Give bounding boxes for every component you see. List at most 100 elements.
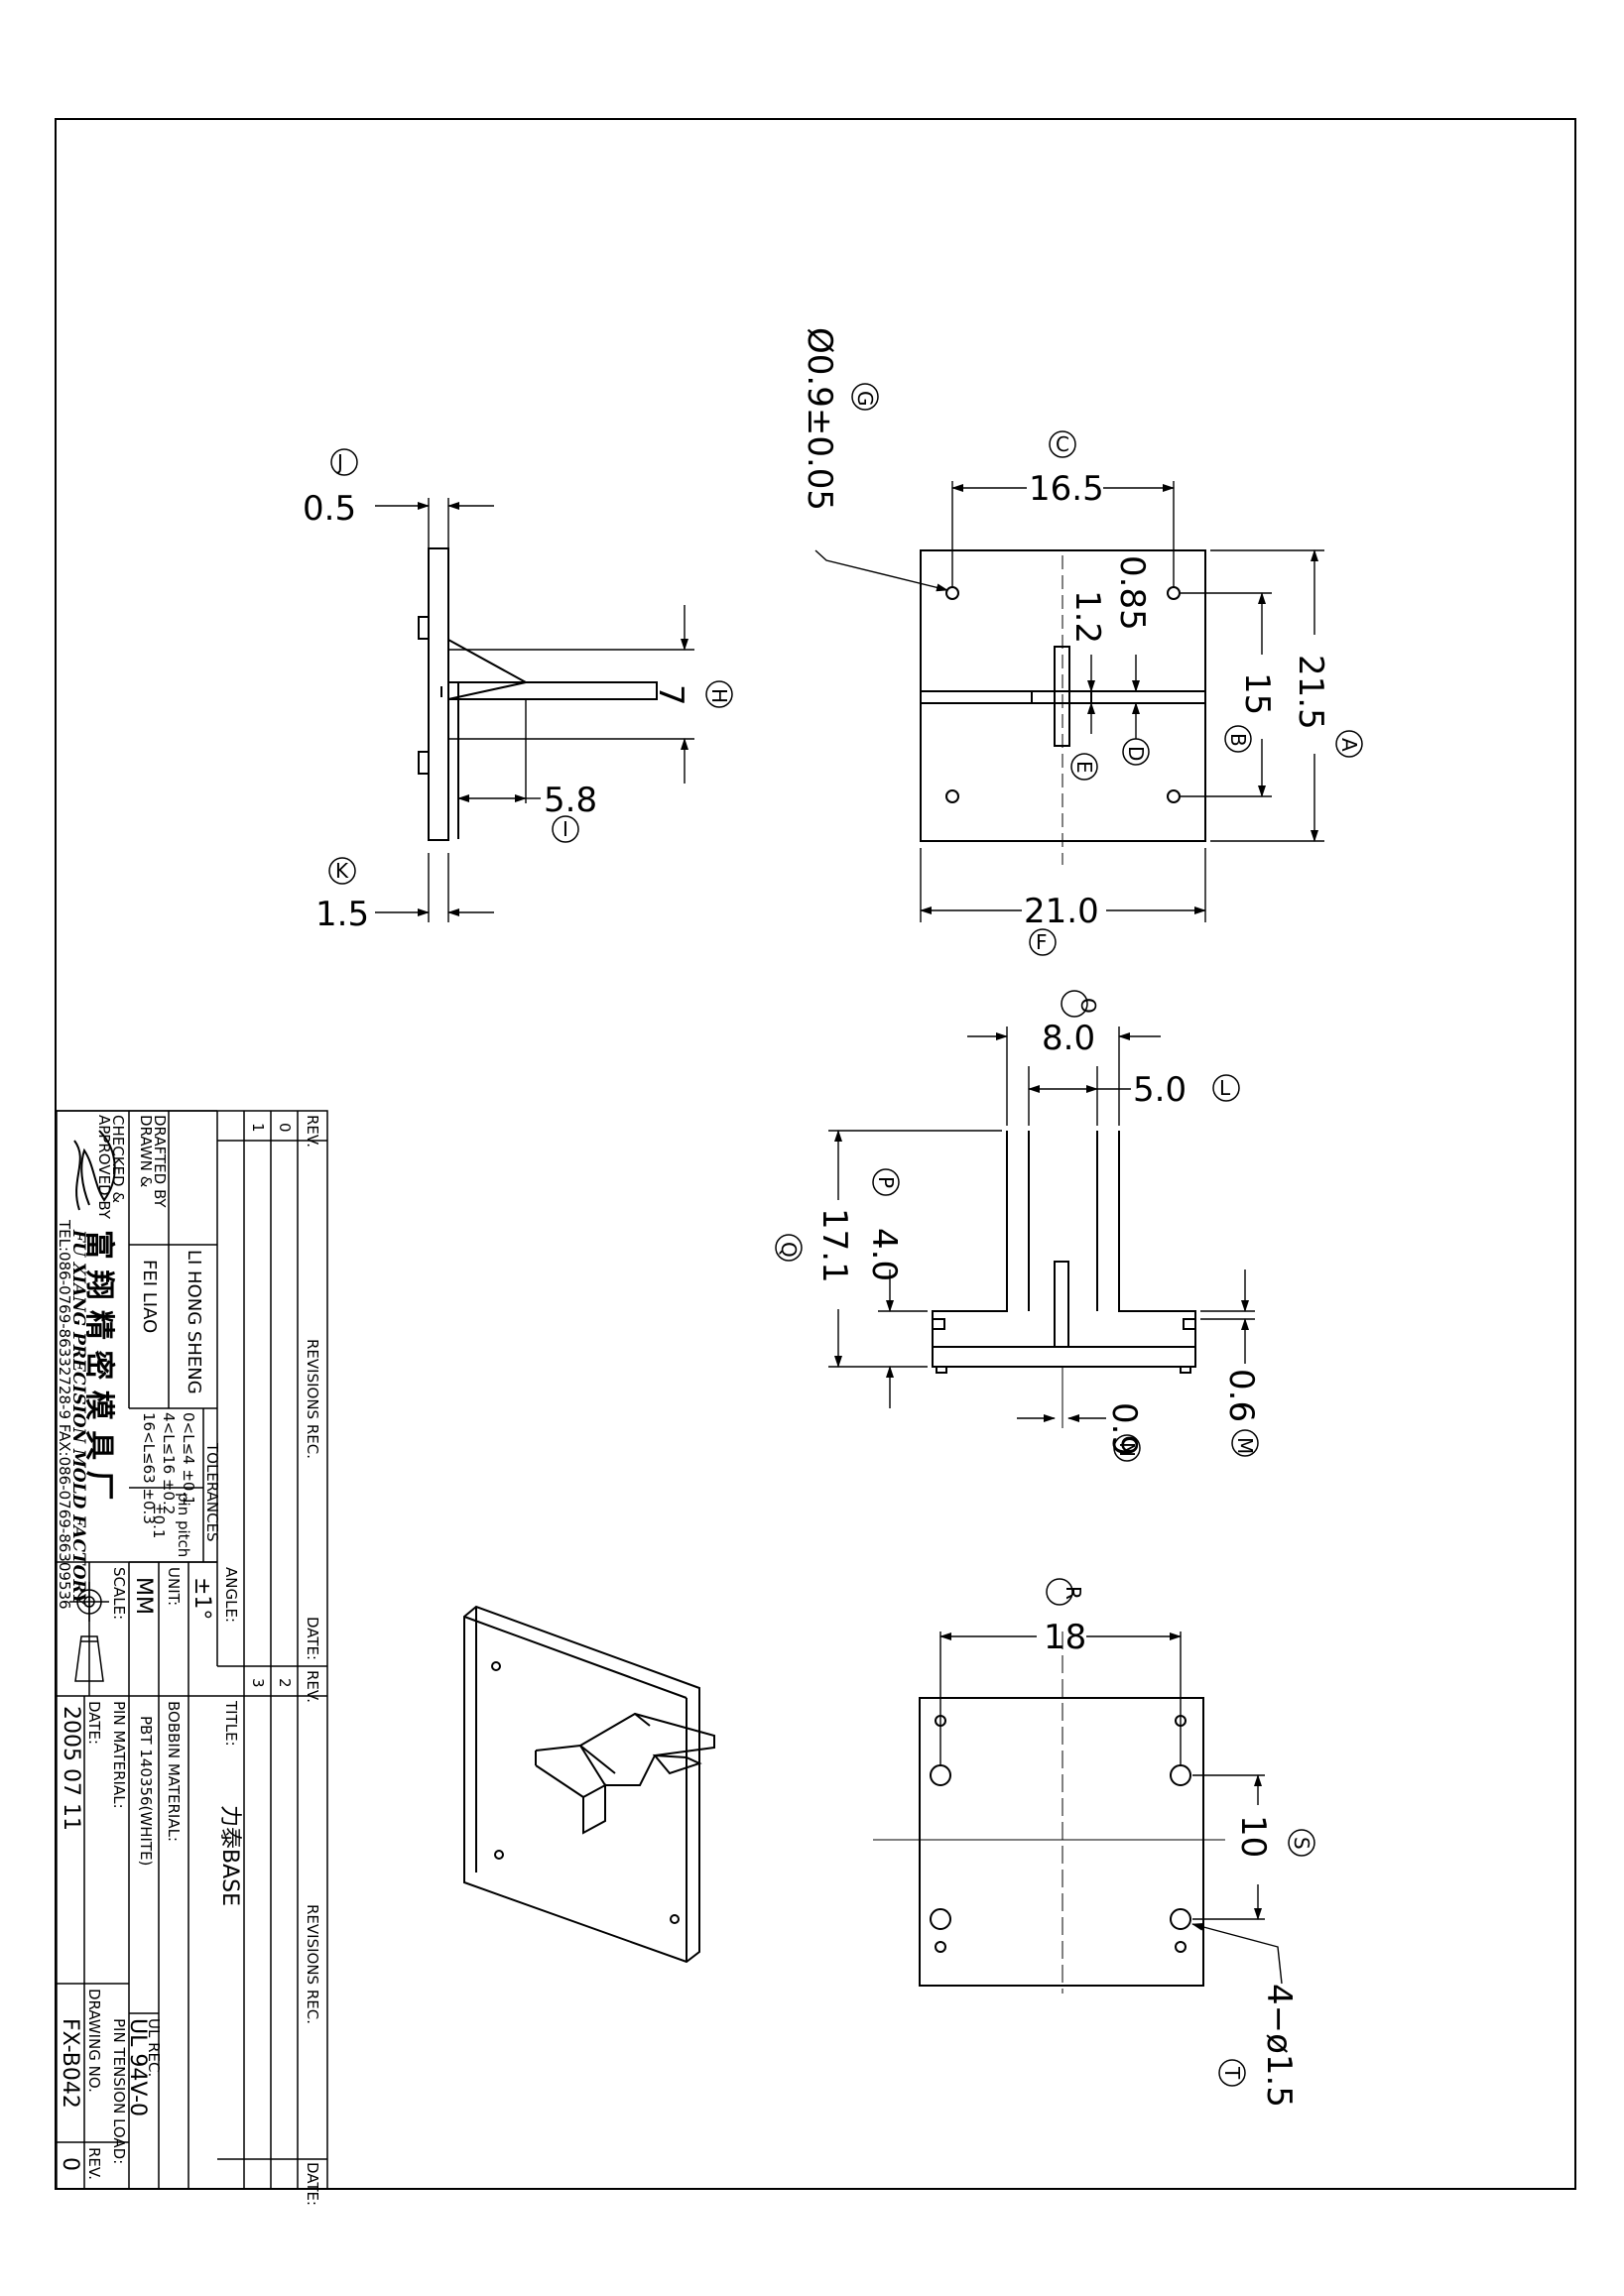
- tb-bobbin-value: PBT 140356(WHITE): [137, 1716, 155, 1866]
- marker-o: O: [1076, 998, 1100, 1014]
- tb-rev-value: 0: [58, 2157, 82, 2171]
- dim-l-value: 5.0: [1133, 1070, 1187, 1110]
- marker-f: F: [1036, 930, 1048, 954]
- tb-rev-row-0: 0: [276, 1123, 294, 1133]
- dim-n-value: 0.9: [1104, 1402, 1144, 1456]
- marker-t: T: [1220, 2066, 1244, 2080]
- dim-i-value: 5.8: [544, 781, 597, 820]
- drawing-border: [55, 118, 1576, 2190]
- marker-r: R: [1062, 1586, 1085, 1600]
- tb-date-value: 2005 07 11: [59, 1706, 83, 1831]
- front-view-labels: 16.5 C Ø0.9±0.05 G 21.5 A 15 B 0.85 D 1.…: [800, 327, 1363, 956]
- section-view: [932, 1131, 1196, 1428]
- dim-g-value: Ø0.9±0.05: [800, 327, 839, 511]
- tb-rev-header: REV.: [304, 1115, 321, 1148]
- tb-angle-value: ±1°: [189, 1577, 214, 1620]
- dim-p-value: 4.0: [864, 1228, 904, 1281]
- tb-date-header: DATE:: [304, 1617, 321, 1660]
- dim-s-value: 10: [1233, 1815, 1273, 1858]
- dim-t-value: 4−ø1.5: [1259, 1984, 1299, 2108]
- bottom-view: [873, 1631, 1225, 1994]
- dim-f-value: 21.0: [1024, 892, 1099, 931]
- dim-e-value: 1.2: [1067, 590, 1107, 644]
- marker-k: K: [335, 859, 349, 883]
- projection-symbol: [69, 1582, 109, 1682]
- marker-e: E: [1072, 761, 1096, 774]
- tb-drawing-no-label: DRAWING NO.: [85, 1989, 103, 2093]
- marker-c: C: [1056, 432, 1069, 456]
- tb-ul-label: UL REC.: [145, 2018, 163, 2077]
- marker-h: H: [707, 688, 731, 703]
- tb-drawing-no-value: FX-B042: [58, 2018, 82, 2109]
- tb-tolerances-title: TOLERANCES: [203, 1442, 221, 1542]
- marker-m: M: [1233, 1437, 1257, 1454]
- tb-angle-label: ANGLE:: [222, 1567, 240, 1623]
- tb-bobbin-label: BOBBIN MATERIAL:: [165, 1701, 183, 1842]
- dim-k-value: 1.5: [315, 895, 369, 934]
- marker-s: S: [1290, 1837, 1313, 1850]
- tb-drafted-label: DRAFTED BY: [151, 1115, 169, 1208]
- front-view-dims: [814, 481, 1324, 922]
- marker-a: A: [1337, 738, 1361, 752]
- section-view-labels: O 8.0 5.0 L 4.0 P 17.1 Q 0.6 M 0.9 N: [775, 990, 1261, 1462]
- title-block: REV. REVISIONS REC. DATE: REV. REVISIONS…: [56, 1110, 328, 2206]
- side-view-dims: [375, 498, 694, 922]
- tb-revisions-header-2: REVISIONS REC.: [304, 1904, 321, 2024]
- marker-l: L: [1219, 1076, 1231, 1100]
- dim-d-value: 0.85: [1112, 555, 1152, 631]
- tb-unit-value: MM: [131, 1577, 156, 1615]
- tb-title-value: 力泰BASE: [217, 1805, 242, 1906]
- dim-m-value: 0.6: [1221, 1369, 1261, 1422]
- side-view-labels: 0.5 J 7 H 5.8 I K 1.5: [303, 448, 733, 934]
- marker-j: J: [335, 450, 343, 474]
- front-view: [920, 549, 1206, 865]
- tb-unit-label: UNIT:: [165, 1567, 183, 1606]
- tb-rev-label: REV.: [85, 2147, 103, 2180]
- company-logo: [73, 1130, 116, 1211]
- isometric-view: [463, 1605, 715, 1964]
- company-name-en: FU XIANG PRECISION MOLD FACTORY: [68, 1229, 88, 1607]
- tb-approved-value: FEI LIAO: [139, 1260, 160, 1333]
- dim-r-value: 18: [1044, 1618, 1086, 1657]
- tb-tolerance-row-3: 16<L≤63 ±0.3: [140, 1412, 158, 1524]
- dim-a-value: 21.5: [1291, 655, 1330, 730]
- marker-g: G: [853, 391, 877, 407]
- marker-b: B: [1226, 733, 1250, 747]
- marker-n: N: [1115, 1442, 1139, 1457]
- tb-rev-row-2: 2: [276, 1678, 294, 1688]
- dim-b-value: 15: [1237, 672, 1277, 715]
- marker-q: Q: [777, 1242, 801, 1258]
- tb-drafted-value: LI HONG SHENG: [184, 1250, 204, 1394]
- tb-date-label: DATE:: [85, 1701, 103, 1745]
- dim-q-value: 17.1: [814, 1208, 854, 1283]
- tb-drawn-label: DRAWN &: [137, 1115, 155, 1188]
- tb-tolerance-row-1: 0<L≤4 ±0.1: [180, 1412, 197, 1506]
- tb-pin-pitch-value: ±0.1: [150, 1503, 168, 1538]
- company-contact: TEL:086-0769-86332728-9 FAX:086-0769-863…: [56, 1219, 73, 1610]
- tb-approved-label: APPROVED BY: [95, 1115, 113, 1220]
- marker-i: I: [562, 817, 568, 841]
- marker-p: P: [874, 1176, 898, 1188]
- bottom-view-labels: R 18 10 S 4−ø1.5 T: [1044, 1578, 1315, 2108]
- company-name-cn: 富 翔 精 密 模 具 厂: [81, 1230, 116, 1501]
- tb-title-label: TITLE:: [222, 1700, 240, 1747]
- side-view-plate: [428, 547, 449, 841]
- bottom-view-dims: [939, 1631, 1283, 1985]
- marker-d: D: [1124, 746, 1148, 761]
- section-view-dims: [828, 1027, 1255, 1422]
- tb-tolerance-row-2: 4<L≤16 ±0.2: [160, 1412, 178, 1514]
- tb-pin-tension-label: PIN TENSION LOAD:: [110, 2018, 128, 2164]
- tb-pin-pitch-label: pin pitch: [175, 1493, 192, 1557]
- tb-ul-value: UL 94V-0: [125, 2018, 150, 2116]
- tb-pin-material-label: PIN MATERIAL:: [110, 1701, 128, 1809]
- tb-revisions-header: REVISIONS REC.: [304, 1339, 321, 1459]
- tb-rev-header-2: REV.: [304, 1670, 321, 1703]
- side-view: [418, 547, 658, 841]
- tb-rev-row-1: 1: [249, 1123, 267, 1133]
- tb-rev-row-3: 3: [249, 1678, 267, 1688]
- bottom-view-plate: [919, 1697, 1204, 1987]
- dim-h-value: 7: [651, 684, 690, 706]
- dim-o-value: 8.0: [1042, 1019, 1095, 1058]
- tb-date-header-2: DATE:: [304, 2162, 321, 2206]
